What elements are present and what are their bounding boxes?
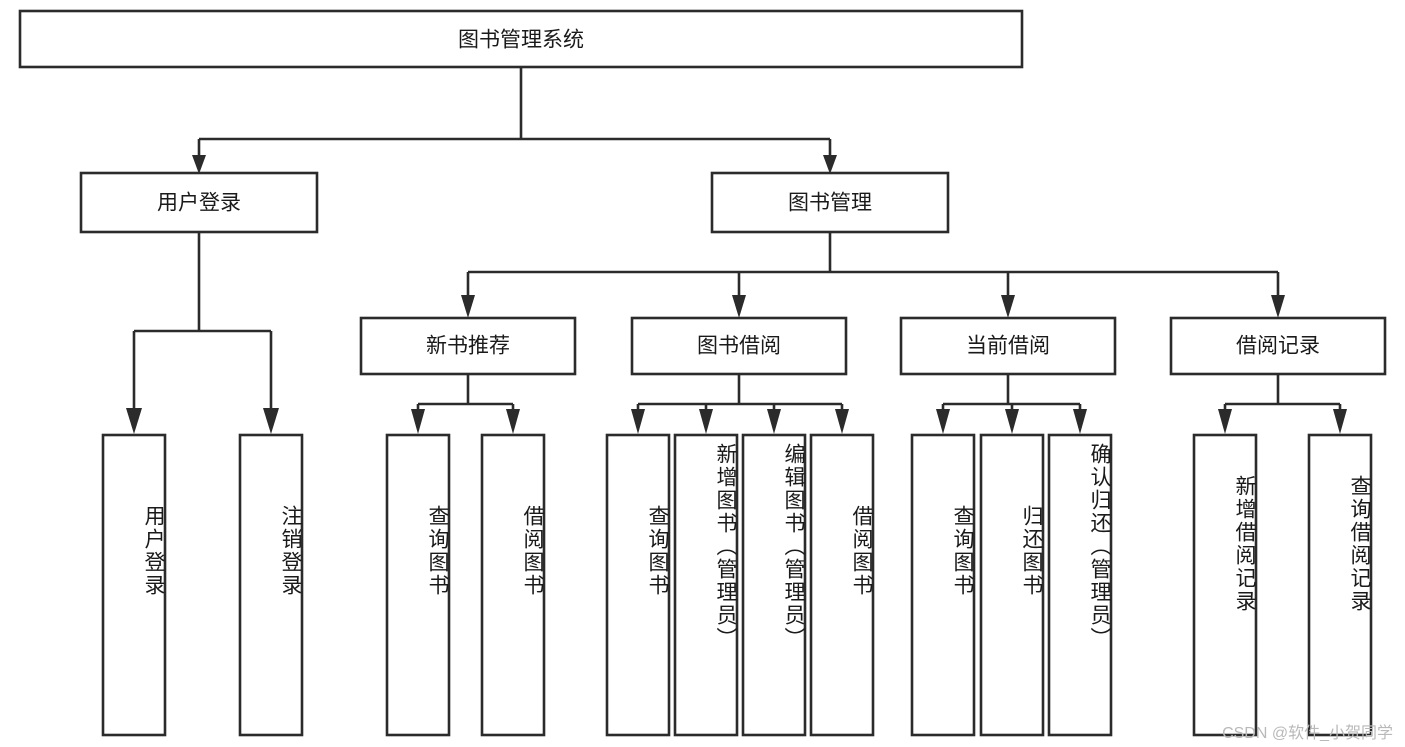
arrow-bookmgmt-to-recommend (461, 295, 475, 318)
node-user-login-label: 用户登录 (157, 192, 241, 215)
arrow-userlogin-leaf-2 (263, 408, 279, 434)
arrow-current-leaf-2 (1005, 409, 1019, 434)
arrow-recommend-leaf-2 (506, 409, 520, 434)
node-layer: 图书管理系统 用户登录 图书管理 新书推荐 图书借阅 当前借阅 借阅记录 (18, 9, 1387, 376)
leaf-box-query-book-2[interactable] (605, 433, 671, 737)
leaf-box-query-book-1[interactable] (385, 433, 451, 737)
leaf-box-query-book-3[interactable] (910, 433, 976, 737)
node-book-borrow-box[interactable] (630, 316, 848, 376)
arrow-current-leaf-1 (936, 409, 950, 434)
node-borrow-record-box[interactable] (1169, 316, 1387, 376)
node-root-label: 图书管理系统 (458, 29, 584, 52)
csdn-watermark: CSDN @软件_小贺同学 (1222, 725, 1393, 742)
leaf-box-borrow-book-1[interactable] (480, 433, 546, 737)
arrow-bookmgmt-to-borrow (732, 295, 746, 318)
arrow-bookmgmt-to-current (1001, 295, 1015, 318)
arrow-recommend-leaf-1 (411, 409, 425, 434)
connector-layer (126, 67, 1347, 434)
leaf-box-confirm-return[interactable] (1047, 433, 1113, 737)
node-book-management-label: 图书管理 (788, 192, 872, 215)
node-book-management-box[interactable] (710, 171, 950, 234)
arrow-bookmgmt-to-record (1271, 295, 1285, 318)
arrow-borrow-leaf-4 (835, 409, 849, 434)
node-new-book-recommend-label: 新书推荐 (426, 335, 510, 358)
arrow-record-leaf-2 (1333, 409, 1347, 434)
arrow-userlogin-leaf-1 (126, 408, 142, 434)
arrow-current-leaf-3 (1073, 409, 1087, 434)
leaf-box-add-book[interactable] (673, 433, 739, 737)
arrow-borrow-leaf-2 (699, 409, 713, 434)
leaf-box-return-book[interactable] (979, 433, 1045, 737)
node-borrow-record-label: 借阅记录 (1236, 335, 1320, 358)
leaf-box-user-login[interactable] (101, 433, 167, 737)
node-current-borrow-box[interactable] (899, 316, 1117, 376)
node-new-book-recommend-box[interactable] (359, 316, 577, 376)
leaf-box-edit-book[interactable] (741, 433, 807, 737)
leaf-box-query-record[interactable] (1307, 433, 1373, 737)
leaf-layer (101, 433, 1373, 737)
leaf-box-borrow-book-2[interactable] (809, 433, 875, 737)
arrow-borrow-leaf-3 (767, 409, 781, 434)
arrow-borrow-leaf-1 (631, 409, 645, 434)
leaf-box-add-record[interactable] (1192, 433, 1258, 737)
node-user-login-box[interactable] (79, 171, 319, 234)
leaf-box-logout[interactable] (238, 433, 304, 737)
node-book-borrow-label: 图书借阅 (697, 335, 781, 358)
node-current-borrow-label: 当前借阅 (966, 335, 1050, 358)
arrow-record-leaf-1 (1218, 409, 1232, 434)
arrow-root-to-bookmgmt (823, 155, 837, 174)
node-root-box[interactable] (18, 9, 1024, 69)
arrow-root-to-userlogin (192, 155, 206, 174)
